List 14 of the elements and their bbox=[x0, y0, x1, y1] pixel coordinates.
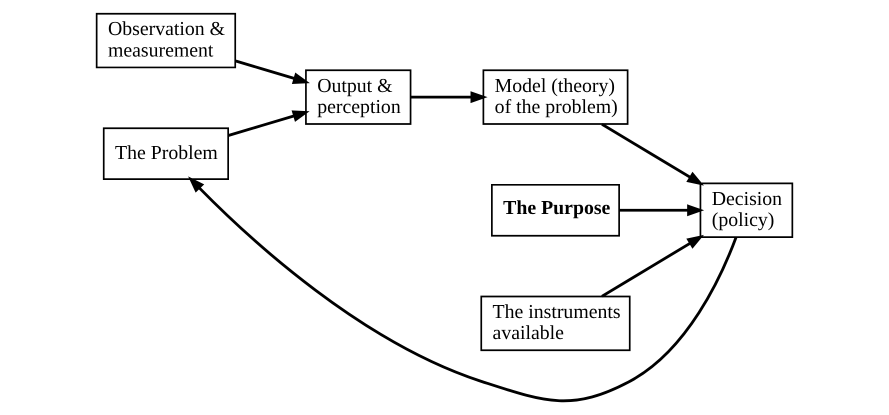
node-box: The Purpose bbox=[491, 184, 620, 237]
arrow bbox=[601, 123, 704, 186]
node-box: Output & perception bbox=[305, 69, 412, 125]
arrow bbox=[601, 234, 704, 298]
node-box: The Problem bbox=[102, 127, 229, 180]
arrow bbox=[235, 60, 310, 84]
node-box: Model (theory) of the problem) bbox=[482, 69, 628, 125]
arrow bbox=[410, 91, 488, 104]
node-box: Observation & measurement bbox=[96, 12, 236, 68]
arrow bbox=[188, 176, 738, 402]
node-box: Decision (policy) bbox=[700, 182, 794, 238]
arrow bbox=[620, 204, 704, 216]
arrow bbox=[228, 110, 310, 137]
node-box: The instruments available bbox=[480, 296, 631, 352]
